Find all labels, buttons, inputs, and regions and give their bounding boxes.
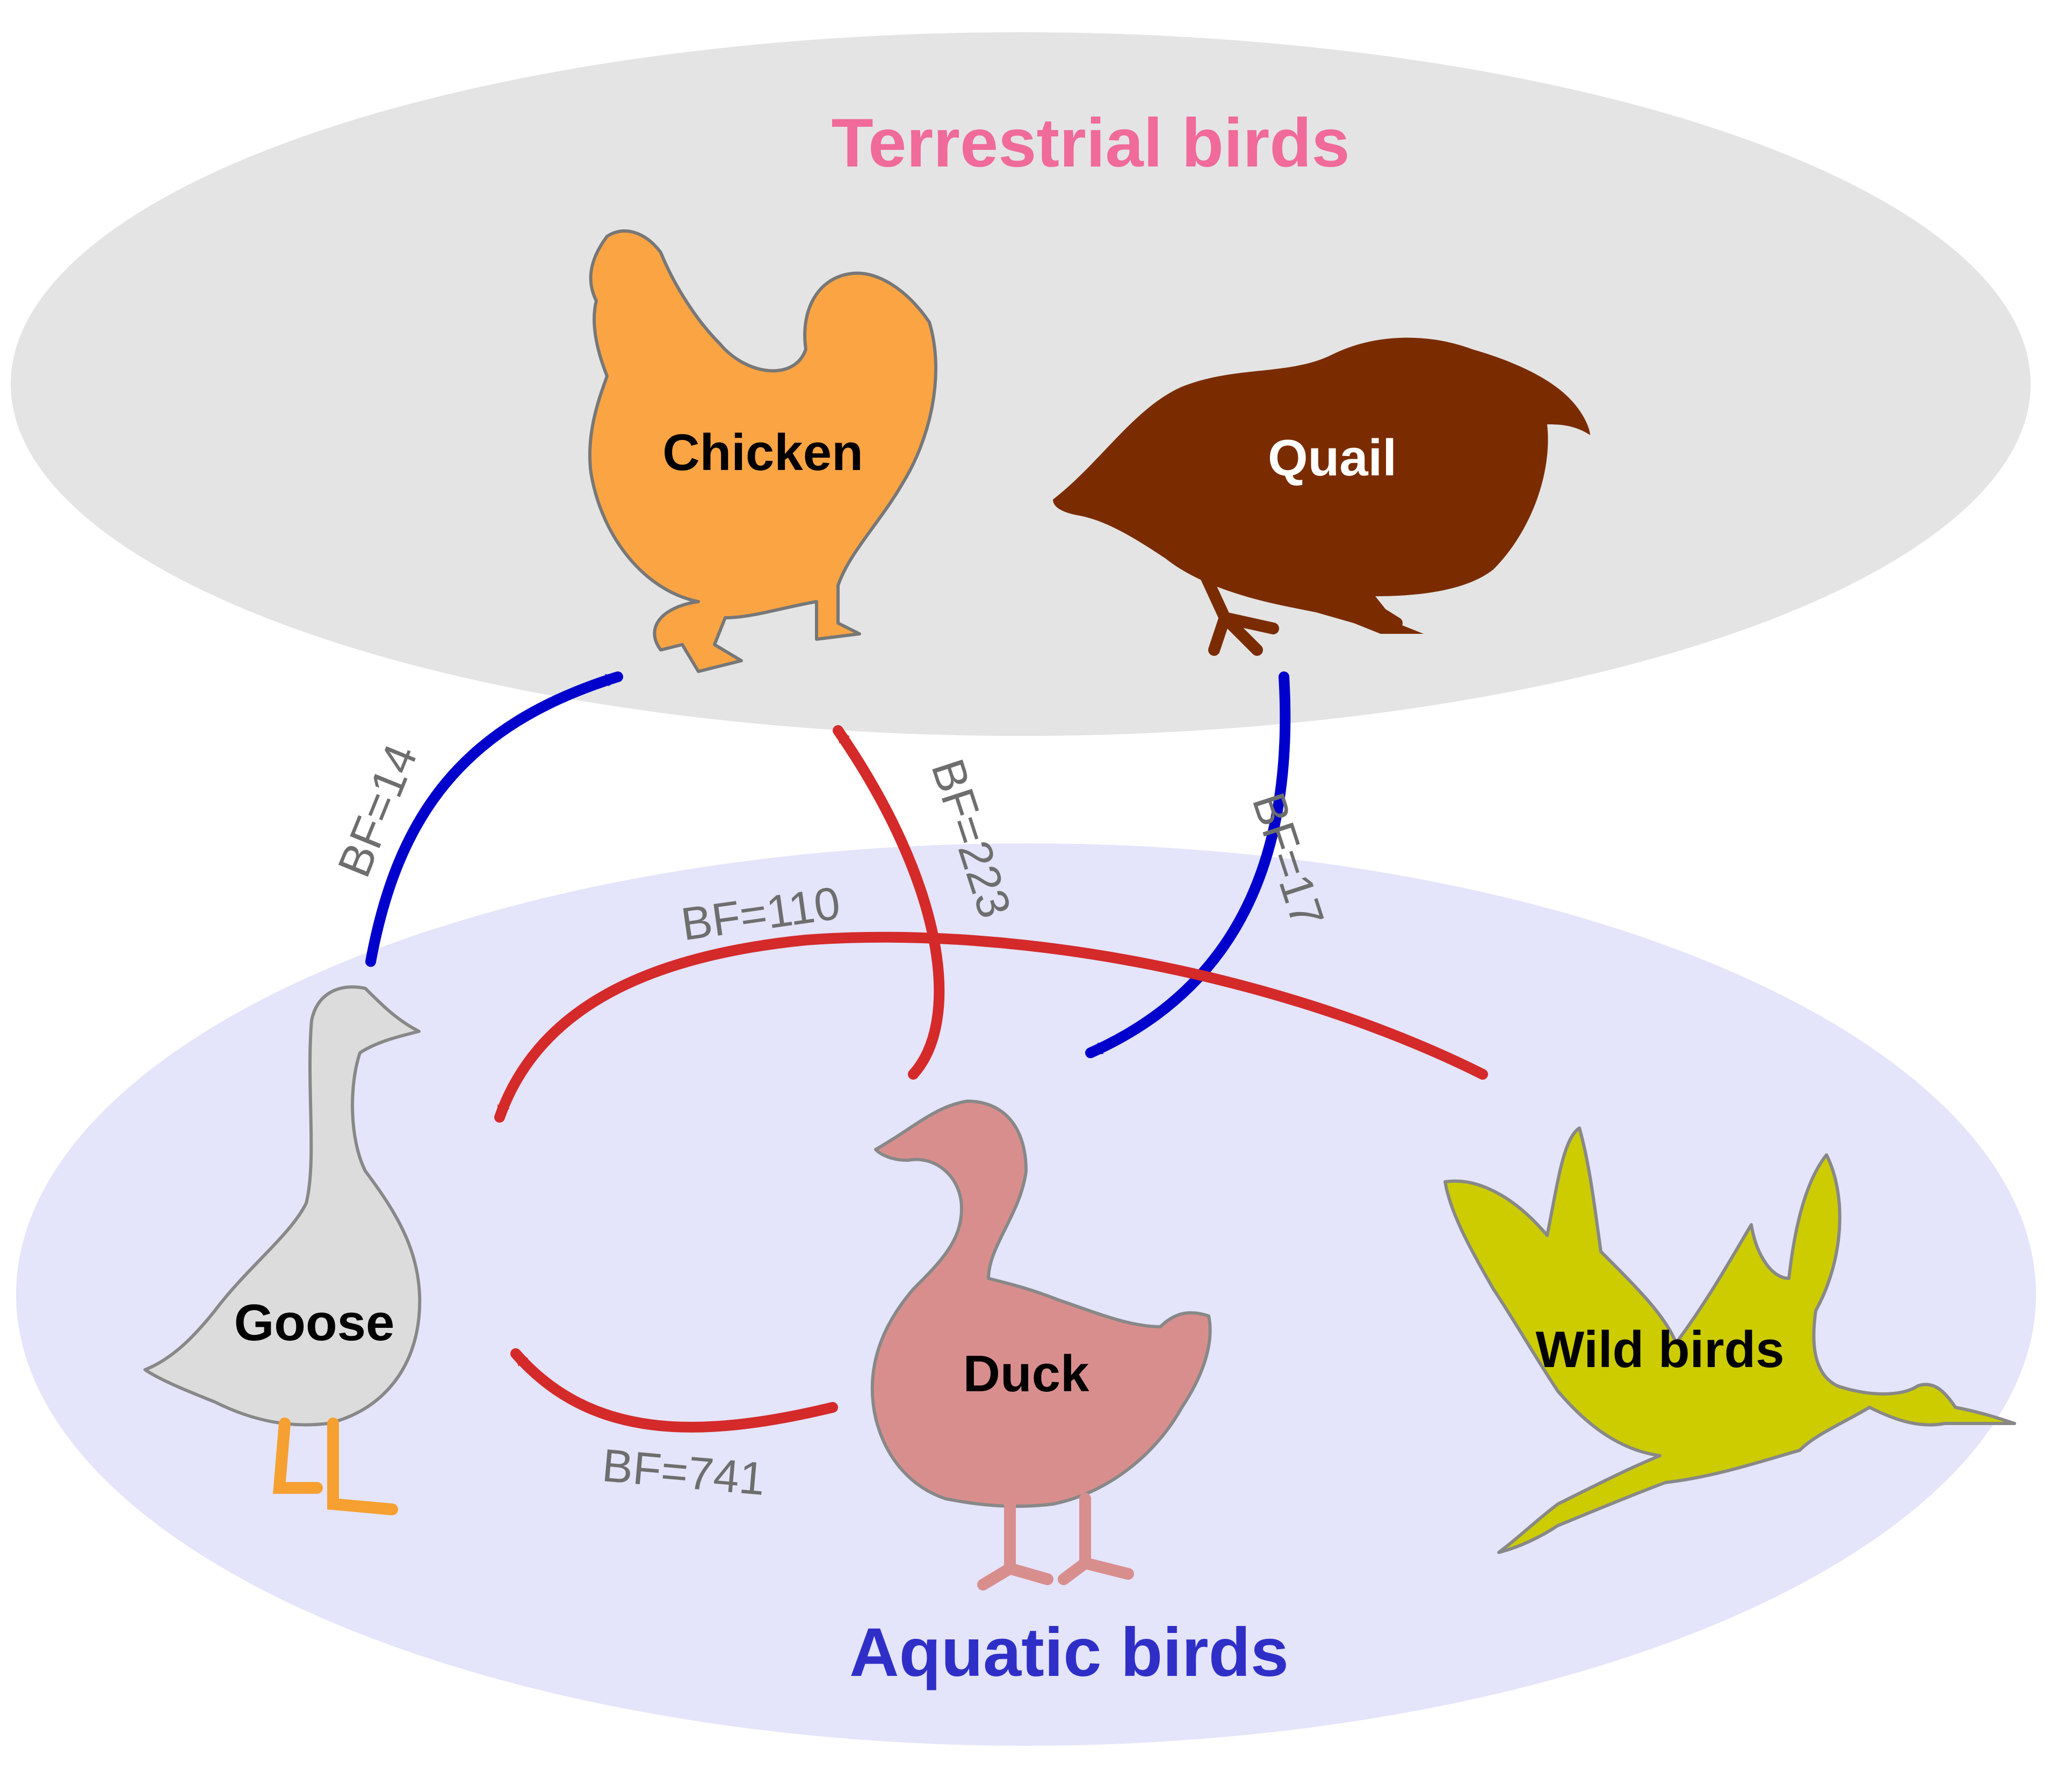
duck-label: Duck xyxy=(963,1345,1089,1403)
goose-label: Goose xyxy=(234,1294,395,1351)
quail-label: Quail xyxy=(1268,429,1397,487)
link-quail-to-duck xyxy=(1085,671,1291,1058)
terrestrial-group-title: Terrestrial birds xyxy=(831,105,1349,182)
link-duck-to-goose xyxy=(510,1348,838,1433)
bf-label-goose-chicken: BF=14 xyxy=(328,738,428,884)
wild-birds-node: Wild birds xyxy=(1443,1126,2016,1554)
chicken-node: Chicken xyxy=(588,229,937,673)
link-wild-to-goose xyxy=(494,931,1488,1123)
aquatic-group-title: Aquatic birds xyxy=(849,1614,1289,1691)
quail-icon xyxy=(1053,337,1590,634)
wild-birds-icon xyxy=(1443,1126,2016,1554)
duck-icon xyxy=(870,1100,1212,1508)
wild-birds-label: Wild birds xyxy=(1535,1321,1784,1378)
duck-legs xyxy=(977,1493,1134,1591)
duck-node: Duck xyxy=(870,1100,1212,1591)
chicken-label: Chicken xyxy=(662,424,863,481)
goose-node: Goose xyxy=(143,985,422,1515)
quail-legs xyxy=(1187,542,1403,656)
goose-icon xyxy=(143,985,422,1427)
link-goose-to-chicken xyxy=(365,671,623,967)
terrestrial-group-region xyxy=(11,32,2031,736)
quail-node: Quail xyxy=(1053,337,1590,656)
chicken-icon xyxy=(588,229,937,673)
goose-legs xyxy=(273,1418,398,1515)
